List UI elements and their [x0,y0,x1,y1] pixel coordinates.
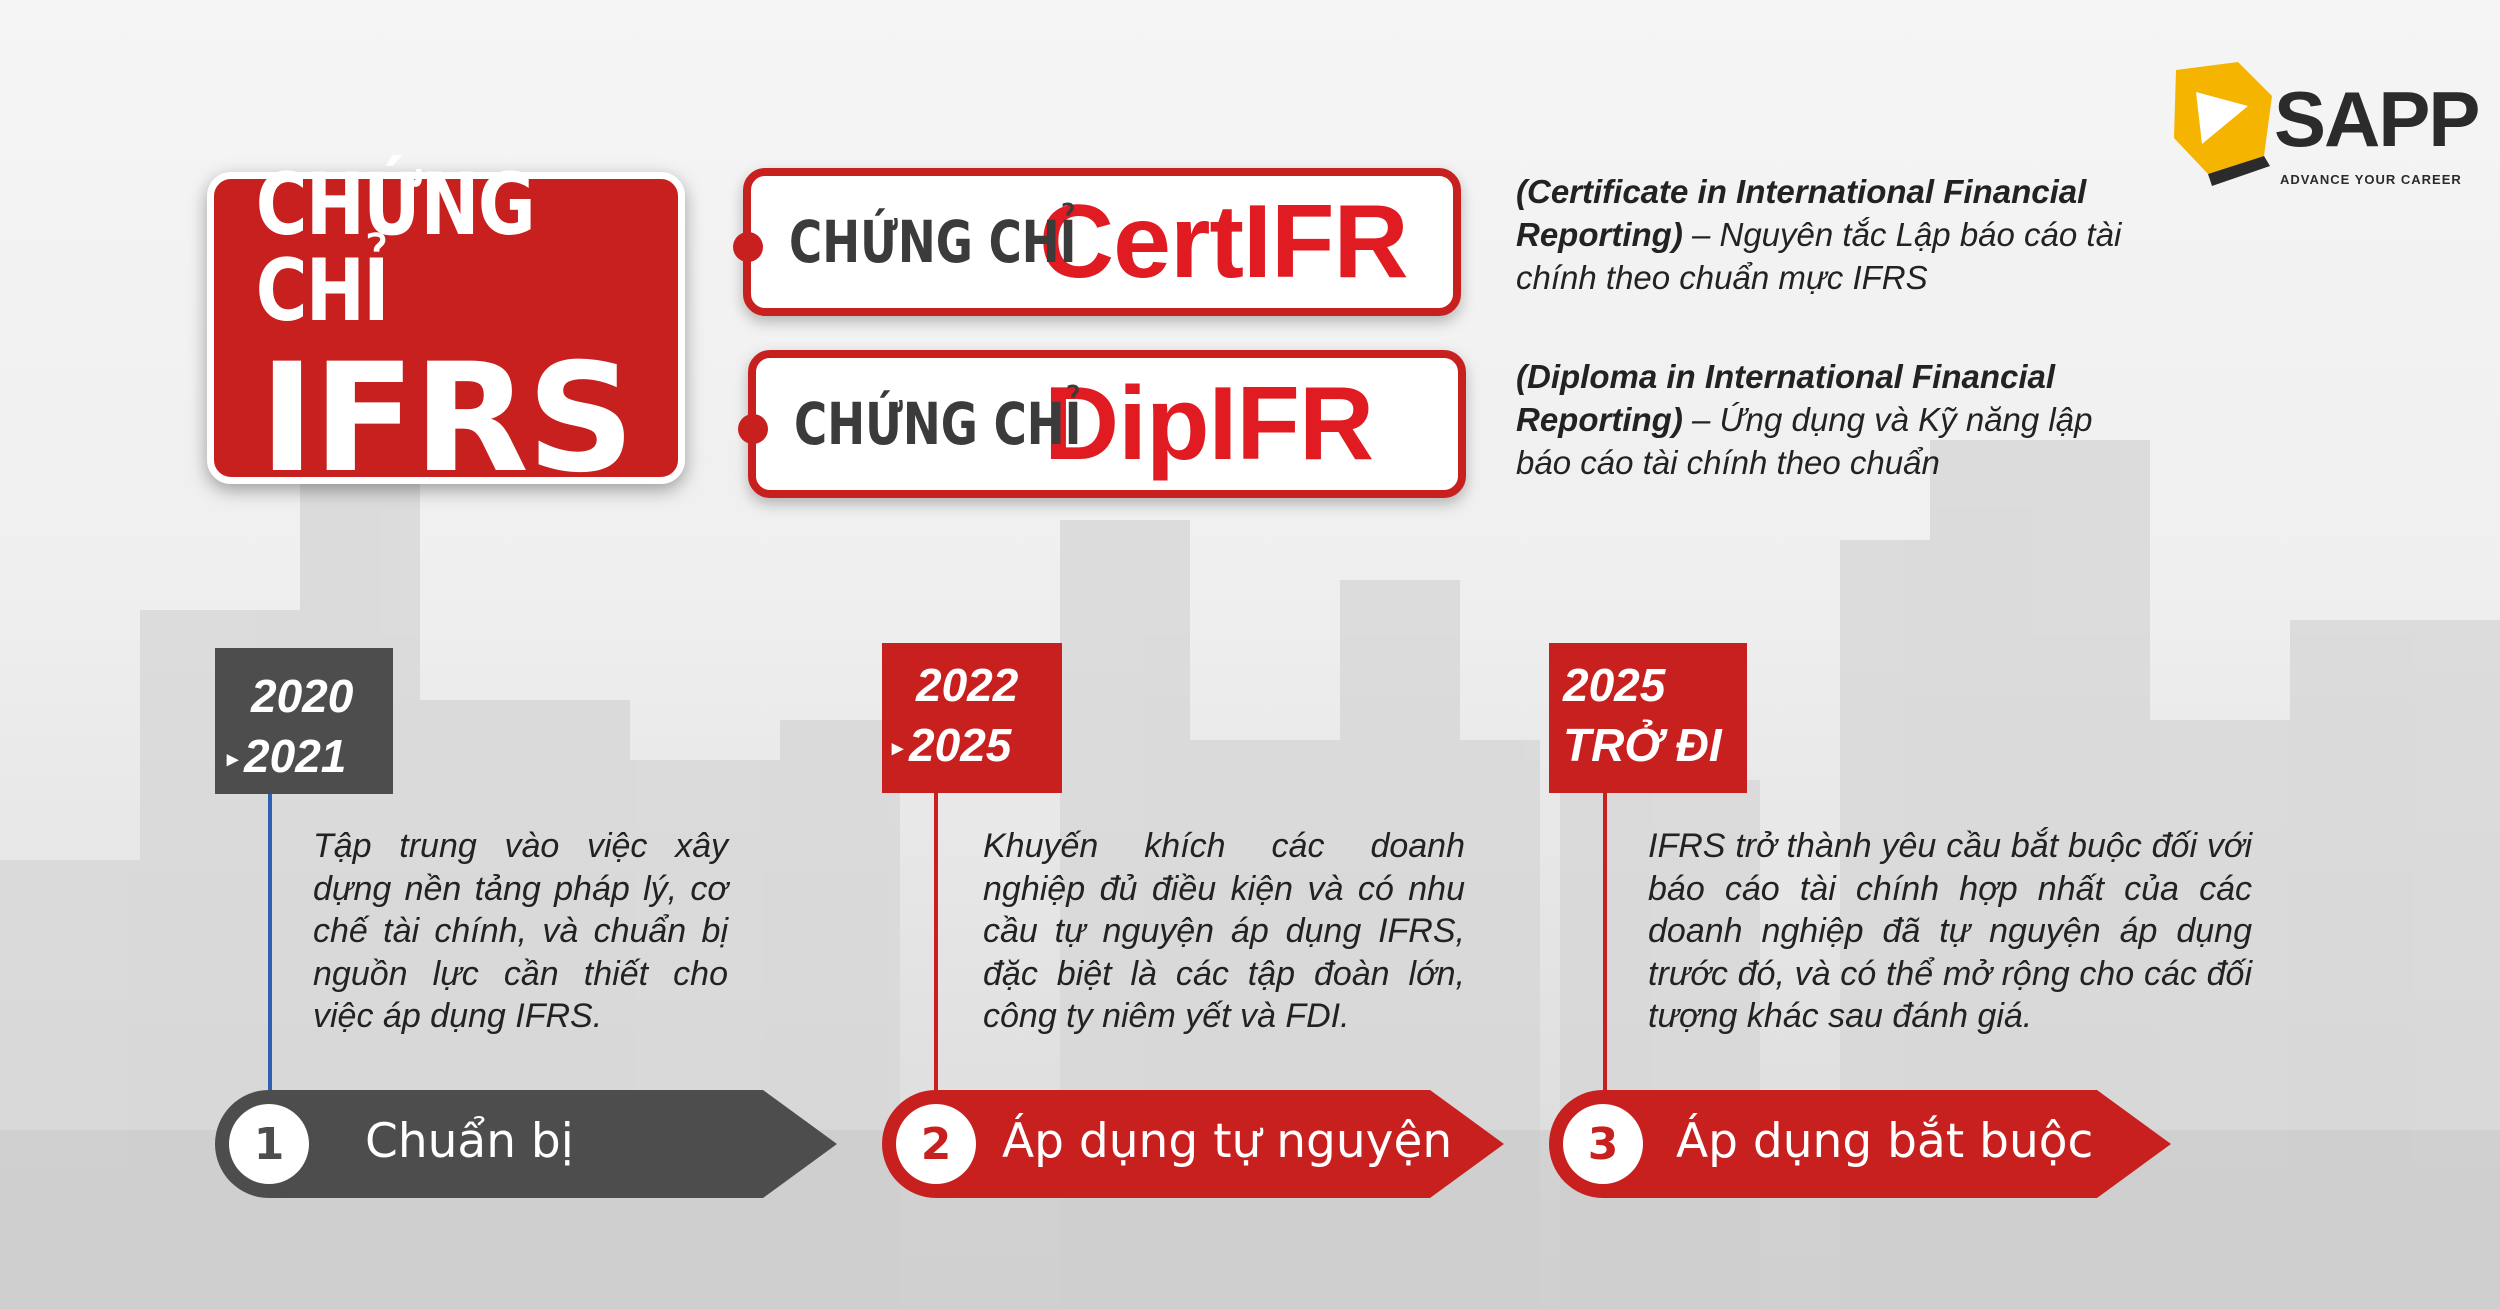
connector-dot [733,232,763,262]
phase-arrow-1: 1 Chuẩn bị [215,1090,837,1198]
timeline-connector [1603,793,1607,1123]
stage-description: Khuyến khích các doanh nghiệp đủ điều ki… [983,827,1465,1035]
stage-description: Tập trung vào việc xây dựng nền tảng phá… [313,827,728,1035]
ifrs-main-badge: CHỨNG CHỈ IFRS [207,162,685,494]
year-end: TRỞ ĐI [1563,719,1722,771]
phase-arrow-3: 3 Áp dụng bắt buộc [1549,1090,2171,1198]
year-end: 2021 [244,730,347,782]
phase-label: Áp dụng bắt buộc [1676,1114,2094,1169]
certifr-description: (Certificate in International Financial … [1516,170,2136,299]
dipifr-prefix: CHỨNG CHỈ [794,390,1082,458]
dipifr-description: (Diploma in International Financial Repo… [1516,355,2136,484]
phase-label: Áp dụng tự nguyện [1002,1114,1453,1169]
phase-label: Chuẩn bị [365,1114,574,1169]
logo-mark-icon [2174,62,2272,186]
play-marker-icon: ▸ [227,746,239,771]
dipifr-desc-title: (Diploma in International Financial Repo… [1516,358,2056,438]
logo-wordmark: SAPP [2274,75,2480,163]
dipifr-name: DipIFR [1044,366,1374,482]
year-start: 2022 [916,659,1019,711]
timeline-connector [934,793,938,1123]
sapp-logo: SAPP ADVANCE YOUR CAREER [2168,58,2480,198]
phase-number: 3 [1563,1104,1643,1184]
dipifr-desc-text: – Ứng dụng và Kỹ năng lập báo cáo tài ch… [1516,401,2093,481]
year-box-2: 2022 ▸2025 [882,643,1062,793]
certifr-prefix: CHỨNG CHỈ [789,208,1077,276]
stage-description: IFRS trở thành yêu cầu bắt buộc đối với … [1648,827,2252,1035]
timeline-connector [268,794,272,1124]
year-start: 2020 [251,670,354,722]
phase-number: 1 [229,1104,309,1184]
dipifr-pill: CHỨNG CHỈ DipIFR [738,350,1466,498]
certifr-name: CertIFR [1039,184,1409,300]
badge-line1: CHỨNG CHỈ [255,155,536,341]
certifr-desc-title: (Certificate in International Financial … [1516,173,2087,253]
connector-dot [738,414,768,444]
play-marker-icon: ▸ [892,735,904,760]
phase-number: 2 [896,1104,976,1184]
certifr-pill: CHỨNG CHỈ CertIFR [733,168,1461,316]
year-end: 2025 [909,719,1012,771]
certifr-desc-text: – Nguyên tắc Lập báo cáo tài chính theo … [1516,216,2122,296]
year-start: 2025 [1563,659,1666,711]
phase-arrow-2: 2 Áp dụng tự nguyện [882,1090,1504,1198]
year-box-1: 2020 ▸2021 [215,648,393,794]
logo-tagline: ADVANCE YOUR CAREER [2280,172,2462,187]
year-box-3: 2025 TRỞ ĐI [1549,643,1747,793]
badge-line2: IFRS [259,332,635,506]
